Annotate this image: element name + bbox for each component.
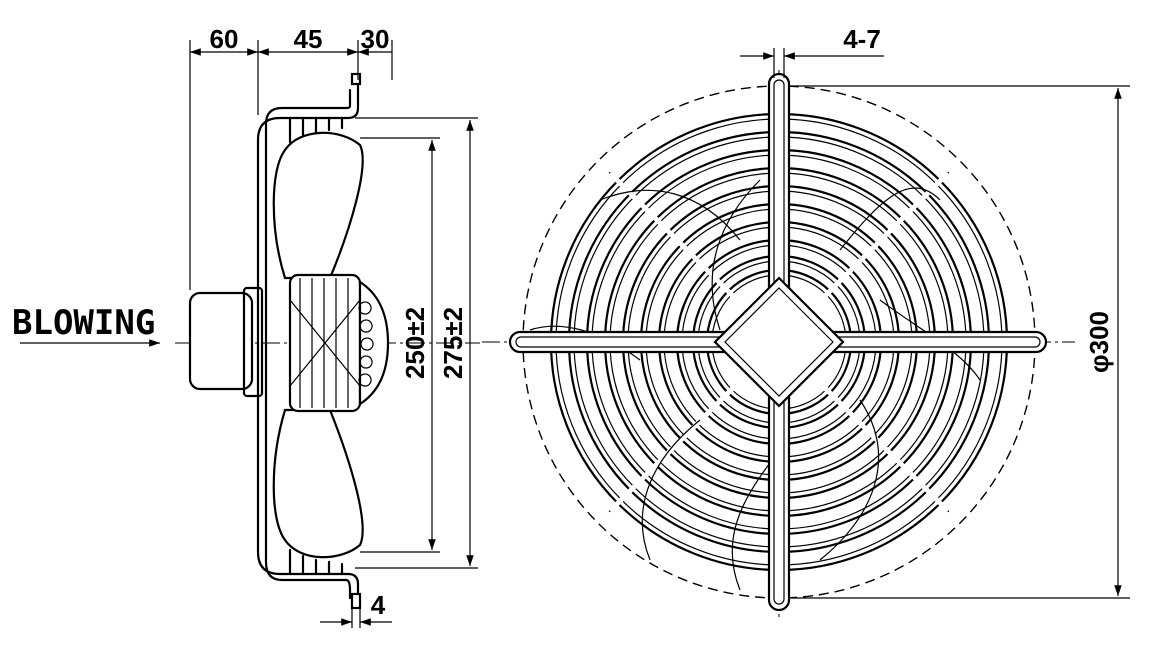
mounting-bolt-top — [350, 72, 362, 86]
guard-profile-inner — [264, 88, 352, 600]
upper-blade — [272, 131, 364, 280]
dim-4: 4 — [371, 590, 386, 620]
guard-ribs-top — [288, 116, 344, 144]
dim-45: 45 — [294, 24, 323, 54]
lower-blade — [272, 408, 364, 559]
dim-60: 60 — [210, 24, 239, 54]
center-hub-diamond — [713, 276, 845, 408]
flange-thickness-dimension — [320, 600, 392, 628]
dim-30: 30 — [361, 24, 390, 54]
dim-phi-300: φ300 — [1084, 311, 1114, 373]
mounting-bolt — [350, 592, 362, 610]
front-view: 4-7 φ300 — [482, 24, 1130, 620]
side-view: 60 45 30 250±2 275±2 4 BLOWING — [12, 24, 480, 628]
motor-end-cap — [242, 286, 264, 398]
dim-275: 275±2 — [438, 307, 468, 379]
dim-250: 250±2 — [400, 307, 430, 379]
vertical-dimensions — [355, 117, 478, 569]
motor-body — [188, 291, 254, 391]
hub-cone — [358, 279, 390, 407]
outer-diameter-dimension — [790, 85, 1130, 599]
dim-4-7: 4-7 — [843, 24, 881, 54]
blowing-label: BLOWING — [12, 303, 155, 343]
center-hub-diamond-inner — [724, 287, 834, 397]
mounting-hole-dimension — [740, 48, 884, 78]
top-depth-dimensions — [189, 40, 393, 290]
guard-ribs-bottom — [288, 548, 344, 576]
hub-fins — [289, 278, 374, 408]
guard-profile — [256, 80, 360, 608]
